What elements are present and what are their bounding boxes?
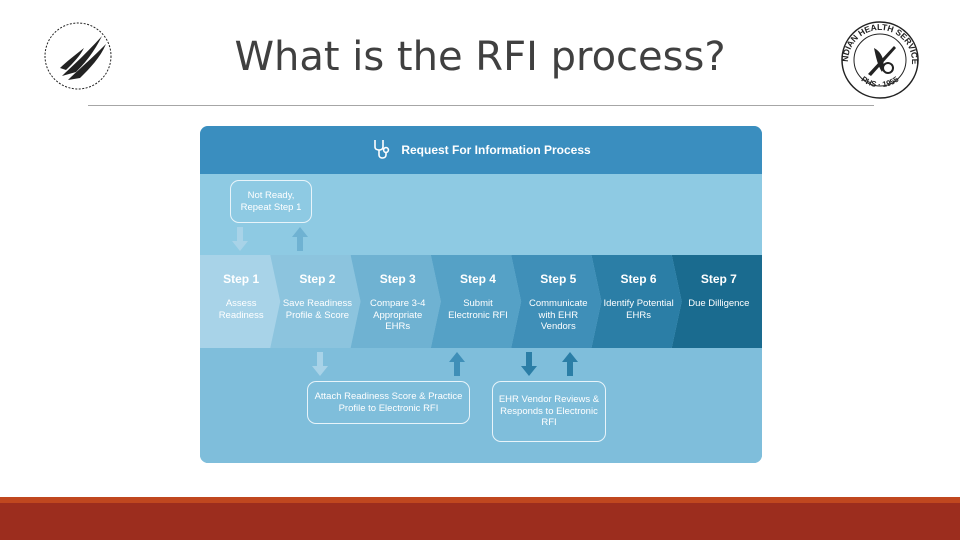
callout-not-ready: Not Ready, Repeat Step 1 xyxy=(230,180,312,223)
step-description: Submit Electronic RFI xyxy=(448,298,508,321)
arrow-down-icon xyxy=(232,227,248,251)
step-description: Communicate with EHR Vendors xyxy=(528,298,588,332)
diagram-title: Request For Information Process xyxy=(401,143,591,157)
step-chevron xyxy=(591,255,682,348)
step-chevron xyxy=(671,255,762,348)
arrow-down-icon xyxy=(521,352,537,376)
arrow-down-icon xyxy=(312,352,328,376)
step-chevron xyxy=(270,255,361,348)
bottom-footer-bar xyxy=(0,503,960,540)
step-block: Step 6 Identify Potential EHRs xyxy=(597,255,679,348)
arrow-up-icon xyxy=(562,352,578,376)
step-block: Step 1 Assess Readiness xyxy=(200,255,282,348)
step-chevron xyxy=(511,255,602,348)
svg-text:PHS · 1955: PHS · 1955 xyxy=(860,74,901,89)
step-description: Assess Readiness xyxy=(218,298,264,321)
stethoscope-icon xyxy=(374,140,390,159)
upper-band xyxy=(200,174,762,256)
step-block: Step 5 Communicate with EHR Vendors xyxy=(517,255,599,348)
step-chevron xyxy=(350,255,441,348)
step-block: Step 4 Submit Electronic RFI xyxy=(437,255,519,348)
step-number: Step 5 xyxy=(540,272,577,286)
step-description: Compare 3-4 Appropriate EHRs xyxy=(369,298,426,332)
lower-band xyxy=(200,348,762,463)
callout-vendor-responds: EHR Vendor Reviews & Responds to Electro… xyxy=(492,381,606,442)
seal-text-bottom: PHS · 1955 xyxy=(860,74,901,89)
step-description: Save Readiness Profile & Score xyxy=(282,298,353,321)
callout-attach-readiness: Attach Readiness Score & Practice Profil… xyxy=(307,381,470,424)
bottom-accent-stripe xyxy=(0,497,960,503)
steps-chevrons xyxy=(200,255,762,348)
arrow-up-icon xyxy=(449,352,465,376)
step-number: Step 6 xyxy=(620,272,657,286)
slide-title: What is the RFI process? xyxy=(234,34,726,80)
step-chevron xyxy=(430,255,522,348)
step-block: Step 3 Compare 3-4 Appropriate EHRs xyxy=(357,255,439,348)
step-block: Step 7 Due Dilligence xyxy=(678,255,760,348)
title-divider xyxy=(88,105,874,106)
step-number: Step 7 xyxy=(700,272,737,286)
diagram-header: Request For Information Process xyxy=(200,126,762,174)
step-description: Identify Potential EHRs xyxy=(603,298,674,321)
hhs-eagle-logo-icon xyxy=(44,22,112,90)
step-number: Step 1 xyxy=(223,272,260,286)
step-chevron xyxy=(200,255,281,348)
step-number: Step 3 xyxy=(379,272,416,286)
step-description: Due Dilligence xyxy=(688,298,750,309)
arrow-up-icon xyxy=(292,227,308,251)
indian-health-service-seal-icon: INDIAN HEALTH SERVICE PHS · 1955 xyxy=(838,18,920,99)
step-block: Step 2 Save Readiness Profile & Score xyxy=(276,255,358,348)
step-number: Step 4 xyxy=(459,272,496,286)
rfi-process-diagram: Request For Information Process Step 1 As… xyxy=(200,126,762,463)
step-number: Step 2 xyxy=(299,272,336,286)
